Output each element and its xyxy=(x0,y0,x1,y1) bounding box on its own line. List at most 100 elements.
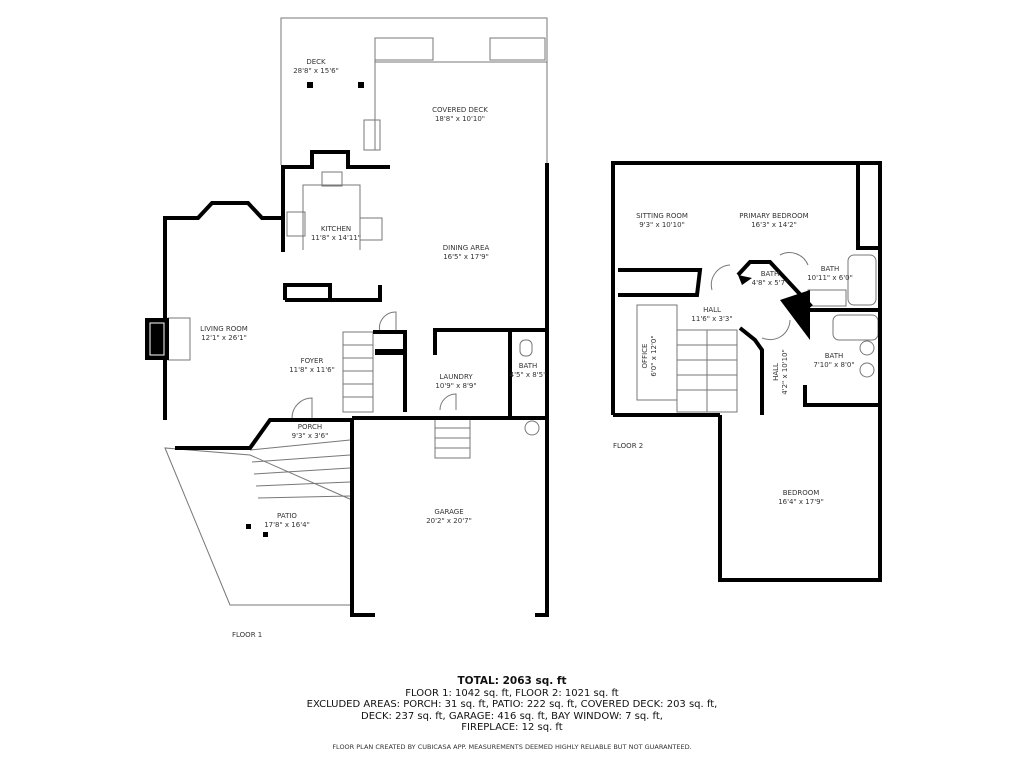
floor-areas: FLOOR 1: 1042 sq. ft, FLOOR 2: 1021 sq. … xyxy=(405,687,619,699)
room-name: BEDROOM xyxy=(782,489,820,497)
stairs-floor1 xyxy=(342,331,471,459)
deck-bench xyxy=(489,37,546,61)
room-name: HALL xyxy=(772,363,780,381)
room-name: KITCHEN xyxy=(320,225,352,233)
room-size: 11'8" x 14'11" xyxy=(310,234,362,242)
deck-outline xyxy=(280,17,548,165)
room-size: 10'11" x 6'0" xyxy=(807,274,853,282)
disclaimer: FLOOR PLAN CREATED BY CUBICASA APP. MEAS… xyxy=(332,743,692,751)
wall-hall xyxy=(738,326,764,415)
room-name: BATH xyxy=(820,265,840,273)
room-size: 7'10" x 8'0" xyxy=(813,361,855,369)
wall-chase xyxy=(780,290,810,340)
room-size: 12'1" x 26'1" xyxy=(201,334,247,342)
room-name: FOYER xyxy=(300,357,324,365)
room-size: 16'5" x 17'9" xyxy=(443,253,489,261)
room-name: OFFICE xyxy=(641,343,649,369)
kitchen-island xyxy=(359,217,383,241)
bathtub xyxy=(847,254,877,306)
floor2-thin-lines xyxy=(636,252,879,413)
door-swing xyxy=(710,264,731,291)
wall-floor2-top xyxy=(611,161,882,582)
stove xyxy=(286,211,306,237)
room-name: PORCH xyxy=(297,423,323,431)
room-name: LAUNDRY xyxy=(439,373,473,381)
water-heater xyxy=(524,420,540,436)
wall-garage xyxy=(535,330,549,617)
excluded-areas-2: DECK: 237 sq. ft, GARAGE: 416 sq. ft, BA… xyxy=(361,710,663,722)
room-size: 18'8" x 10'10" xyxy=(434,115,486,123)
excluded-areas-3: FIREPLACE: 12 sq. ft xyxy=(461,722,563,733)
floor1-label: FLOOR 1 xyxy=(232,631,263,639)
bathtub xyxy=(832,314,879,341)
post xyxy=(246,524,251,529)
room-name: BATH xyxy=(824,352,844,360)
room-size: 16'4" x 17'9" xyxy=(778,498,824,506)
room-name: GARAGE xyxy=(434,508,464,516)
door-swing xyxy=(761,319,791,341)
room-name: DINING AREA xyxy=(442,244,490,252)
deck-step xyxy=(363,119,381,151)
fireplace-hearth xyxy=(167,317,191,361)
room-size: 4'2" x 10'10" xyxy=(781,349,789,395)
wall-porch xyxy=(175,418,352,450)
post xyxy=(307,82,313,88)
room-name: DECK xyxy=(306,58,326,66)
kitchen-counter xyxy=(302,184,361,250)
room-name: SITTING ROOM xyxy=(636,212,688,220)
wall-primary-closet xyxy=(856,163,880,250)
room-size: 4'8" x 5'7" xyxy=(751,279,789,287)
total-area: TOTAL: 2063 sq. ft xyxy=(457,675,567,687)
stairs-floor2 xyxy=(676,329,738,413)
room-name: PRIMARY BEDROOM xyxy=(739,212,809,220)
room-name: HALL xyxy=(703,306,721,314)
kitchen-sink xyxy=(321,171,343,187)
room-size: 6'0" x 12'0" xyxy=(650,335,658,377)
patio-outline xyxy=(164,447,353,606)
door-swing xyxy=(291,397,313,419)
room-size: 10'9" x 8'9" xyxy=(435,382,477,390)
room-size: 9'3" x 3'6" xyxy=(291,432,329,440)
room-name: COVERED DECK xyxy=(432,106,488,114)
room-size: 20'2" x 20'7" xyxy=(426,517,472,525)
room-size: 11'8" x 11'6" xyxy=(289,366,335,374)
room-size: 11'6" x 3'3" xyxy=(691,315,733,323)
floor2-label: FLOOR 2 xyxy=(613,442,644,450)
room-name: BATH xyxy=(760,270,780,278)
bath-toilet xyxy=(519,339,533,357)
wall-closet2 xyxy=(330,285,382,302)
porch-stairs xyxy=(249,439,351,499)
room-size: 4'5" x 8'5" xyxy=(509,371,547,379)
room-name: LIVING ROOM xyxy=(200,325,248,333)
floor1-thin-lines xyxy=(164,17,548,606)
wall-closet xyxy=(283,283,332,302)
deck-bench xyxy=(374,37,434,61)
floor1-walls xyxy=(163,150,549,617)
excluded-areas-1: EXCLUDED AREAS: PORCH: 31 sq. ft, PATIO:… xyxy=(306,699,718,710)
wall-sitting-closet xyxy=(618,268,703,297)
room-name: PATIO xyxy=(277,512,297,520)
door-swing xyxy=(439,393,457,411)
room-name: BATH xyxy=(518,362,538,370)
wall-garage-left xyxy=(350,418,375,617)
wall-laundry xyxy=(433,328,547,355)
room-size: 17'8" x 16'4" xyxy=(264,521,310,529)
room-size: 28'8" x 15'6" xyxy=(293,67,339,75)
room-size: 16'3" x 14'2" xyxy=(751,221,797,229)
